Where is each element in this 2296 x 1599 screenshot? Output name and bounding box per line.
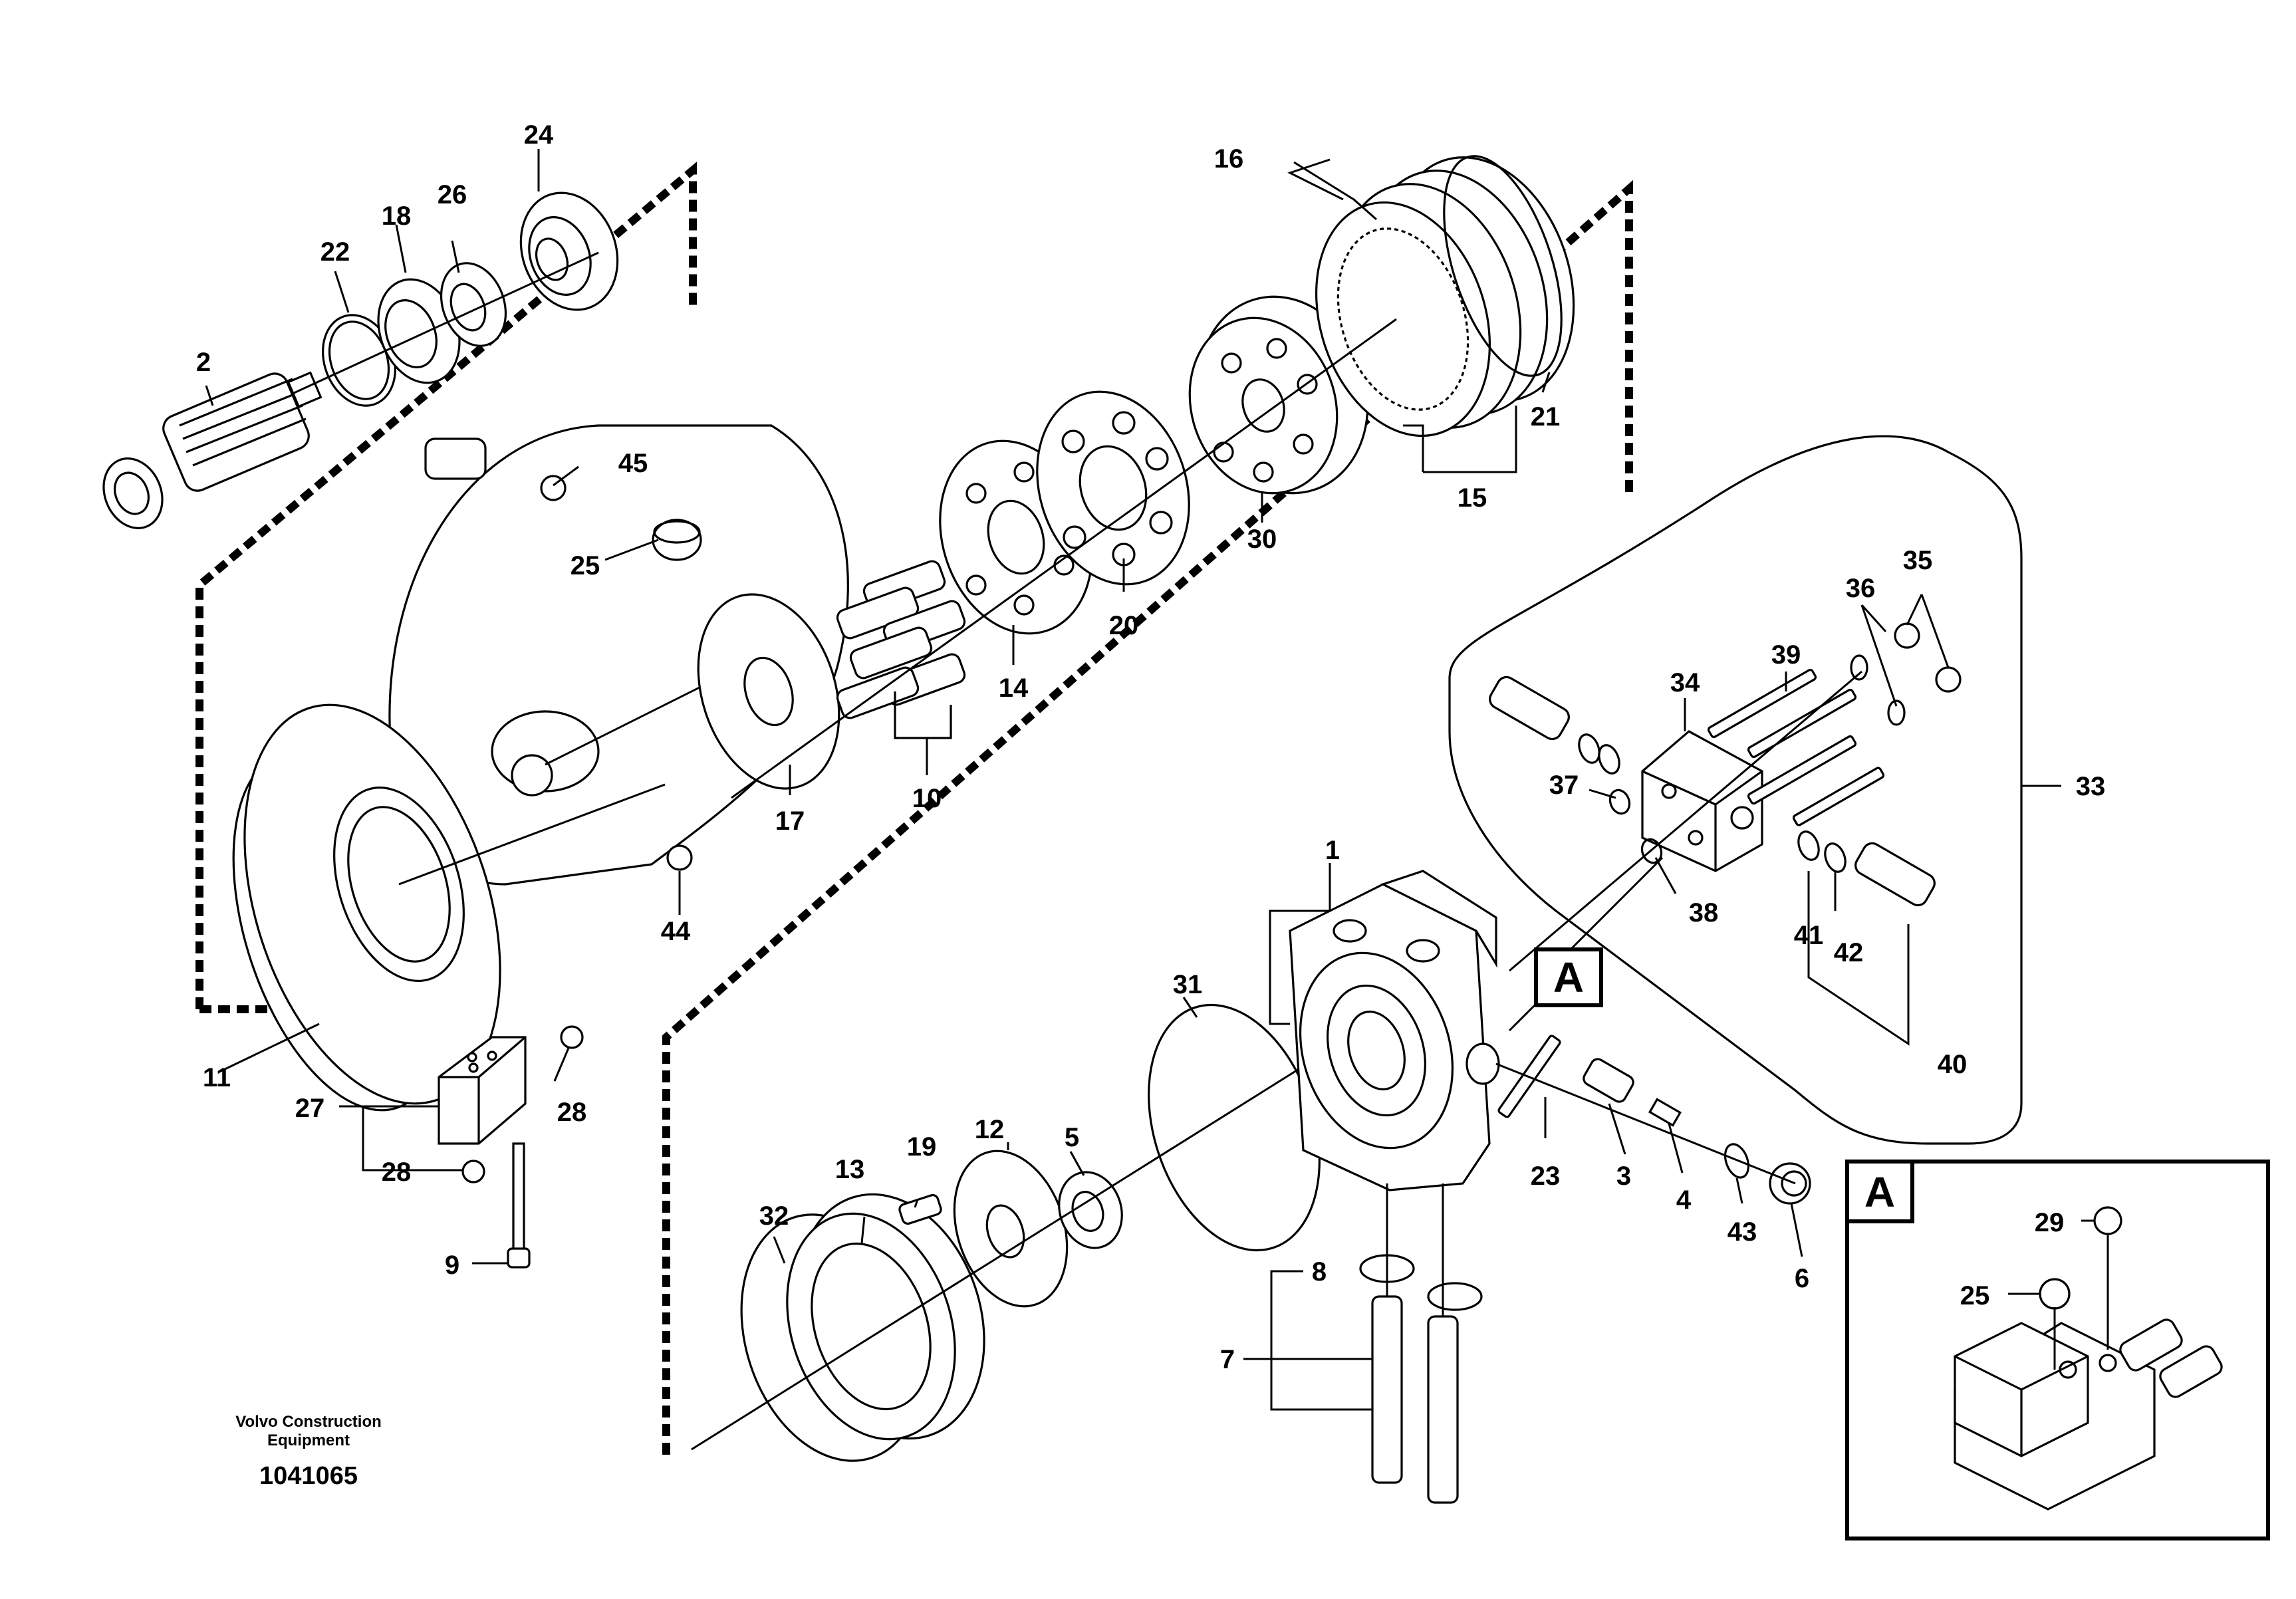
callout-23: 23 — [1531, 1162, 1561, 1191]
callout-37: 37 — [1549, 771, 1579, 800]
callout-39: 39 — [1771, 640, 1801, 670]
rear-housing-1 — [1289, 870, 1500, 1191]
fitting-right — [1854, 842, 1936, 907]
callout-16: 16 — [1214, 144, 1244, 174]
callout-45: 45 — [618, 449, 648, 478]
callout-6: 6 — [1795, 1264, 1809, 1293]
valve-3 — [1583, 1058, 1634, 1103]
callout-1: 1 — [1325, 836, 1340, 865]
valve-block-27 — [438, 1036, 527, 1145]
credit-company: Volvo Construction — [235, 1413, 382, 1431]
o-ring-21 — [1443, 155, 1563, 377]
spring-19 — [898, 1193, 942, 1225]
bearing-26 — [440, 262, 507, 347]
valve-body-34 — [1641, 730, 1763, 872]
cap-25 — [652, 519, 702, 561]
motor-housing — [232, 424, 849, 1112]
callout-10: 10 — [912, 784, 942, 813]
o-rings-right — [1640, 830, 1847, 873]
callout-30: 30 — [1247, 525, 1277, 554]
thrust-plate-17 — [697, 593, 840, 790]
spool-7 — [1371, 1295, 1459, 1504]
callout-35: 35 — [1903, 546, 1933, 575]
leader-lines — [205, 149, 2095, 1411]
callout-27: 27 — [295, 1094, 325, 1123]
callout-25a: 25 — [571, 551, 600, 580]
callout-11: 11 — [203, 1063, 231, 1092]
callout-13: 13 — [835, 1155, 865, 1184]
credit-block: Volvo Construction Equipment 1041065 — [235, 1413, 382, 1490]
callout-12: 12 — [975, 1115, 1005, 1144]
output-shaft — [102, 371, 322, 529]
callout-40: 40 — [1938, 1050, 1968, 1079]
callout-26: 26 — [438, 180, 467, 209]
piston-set-10 — [836, 560, 966, 739]
detail-view-a-label: A — [1864, 1168, 1895, 1216]
callout-labels: 24 26 18 22 2 45 25 17 10 14 20 30 16 15… — [196, 120, 2105, 1374]
callout-7: 7 — [1220, 1345, 1235, 1374]
callout-33: 33 — [2076, 772, 2106, 801]
callout-14: 14 — [999, 674, 1029, 703]
dashed-boundary-right — [662, 180, 1633, 1455]
callout-2: 2 — [196, 348, 211, 377]
detail-tag-a-label: A — [1553, 953, 1584, 1001]
bearing-24 — [519, 191, 619, 311]
callout-31: 31 — [1173, 970, 1203, 999]
callout-38: 38 — [1689, 898, 1719, 927]
callout-32: 32 — [759, 1201, 789, 1231]
plug-28 — [461, 1025, 584, 1183]
detail-tag-a: A — [1508, 947, 1603, 1032]
callout-20: 20 — [1109, 611, 1139, 640]
bolt-9 — [507, 1142, 531, 1269]
cylinder-block-30 — [1188, 295, 1369, 495]
callout-19: 19 — [907, 1132, 937, 1162]
callout-4: 4 — [1676, 1185, 1692, 1215]
callout-44: 44 — [661, 917, 691, 946]
fitting-left — [1489, 676, 1570, 741]
sub-assembly-boundary-33 — [1448, 435, 2023, 1145]
plug-6 — [1769, 1162, 1811, 1205]
o-ring-43 — [1723, 1143, 1750, 1179]
callout-24: 24 — [524, 120, 554, 150]
bearing-5 — [1058, 1171, 1123, 1249]
o-rings-left — [1578, 733, 1631, 815]
callout-8: 8 — [1312, 1257, 1327, 1287]
callout-3: 3 — [1616, 1162, 1631, 1191]
plug-44 — [666, 844, 693, 871]
callout-41: 41 — [1794, 921, 1824, 950]
credit-subtitle: Equipment — [267, 1431, 350, 1449]
callout-5: 5 — [1065, 1123, 1079, 1152]
callout-34: 34 — [1670, 668, 1700, 697]
callout-42: 42 — [1834, 938, 1864, 967]
callout-25b: 25 — [1960, 1281, 1990, 1310]
detail-view-a: A — [1845, 1160, 2270, 1540]
callout-22: 22 — [320, 237, 350, 267]
callout-36: 36 — [1846, 574, 1876, 603]
callout-28a: 28 — [557, 1098, 587, 1127]
callout-9: 9 — [445, 1251, 459, 1280]
callout-15: 15 — [1458, 483, 1487, 513]
callout-29: 29 — [2035, 1208, 2065, 1237]
callout-28b: 28 — [382, 1158, 412, 1187]
brake-disc-set-15-16 — [1315, 156, 1575, 437]
credit-ref-number: 1041065 — [259, 1462, 358, 1490]
plugs-35-36 — [1850, 622, 1962, 726]
spring-4 — [1648, 1098, 1682, 1127]
callout-18: 18 — [382, 201, 412, 231]
callout-17: 17 — [775, 806, 805, 836]
valve-plate-20 — [1036, 390, 1190, 586]
callout-43: 43 — [1727, 1217, 1757, 1247]
callout-21: 21 — [1531, 402, 1561, 431]
bearing-cover-13 — [786, 1193, 985, 1441]
